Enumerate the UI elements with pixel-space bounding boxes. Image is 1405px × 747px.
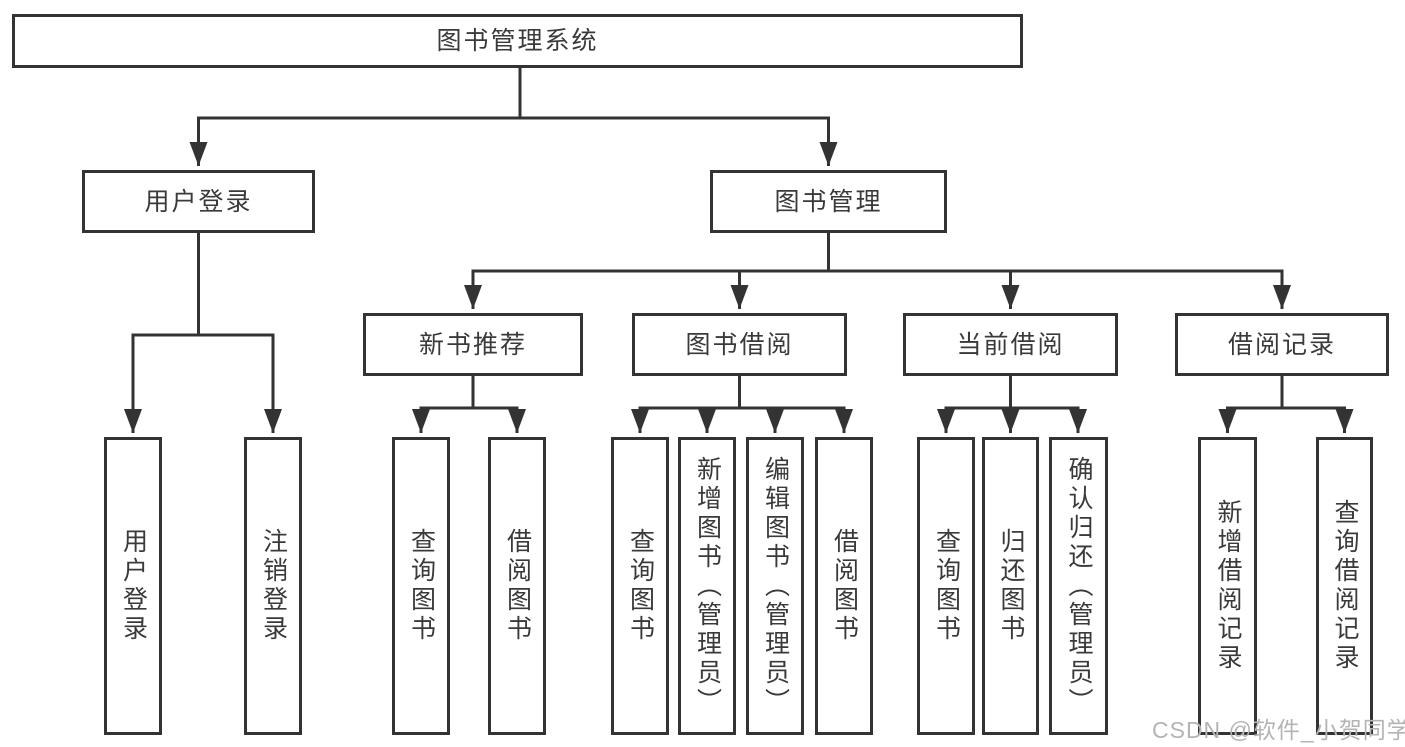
leaf-query-book-current-label: 查询图书 bbox=[932, 528, 961, 644]
csdn-watermark: CSDN @软件_小贺同学 bbox=[1152, 717, 1405, 743]
leaf-logout-label: 注销登录 bbox=[259, 528, 288, 644]
leaf-borrow-book-borrow: 借阅图书 bbox=[815, 437, 873, 735]
edge-current-borrow-query bbox=[937, 376, 1012, 433]
leaf-query-borrow-record-label: 查询借阅记录 bbox=[1331, 499, 1359, 673]
node-book-borrow-label: 图书借阅 bbox=[685, 330, 794, 359]
edge-root-book-mgmt bbox=[520, 116, 838, 166]
node-root: 图书管理系统 bbox=[12, 14, 1023, 68]
node-new-book-rec: 新书推荐 bbox=[363, 313, 583, 376]
edge-user-login-leaf-logout bbox=[198, 333, 282, 433]
edge-book-borrow-add bbox=[698, 406, 740, 433]
leaf-add-borrow-record: 新增借阅记录 bbox=[1198, 437, 1257, 735]
leaf-borrow-book-borrow-label: 借阅图书 bbox=[830, 528, 859, 644]
node-borrow-records-label: 借阅记录 bbox=[1227, 330, 1336, 359]
node-book-mgmt-label: 图书管理 bbox=[774, 187, 883, 216]
node-current-borrow-label: 当前借阅 bbox=[956, 330, 1065, 359]
leaf-return-book: 归还图书 bbox=[982, 437, 1039, 735]
leaf-confirm-return-admin: 确认归还（管理员） bbox=[1049, 437, 1108, 735]
edge-book-mgmt-current-borrow bbox=[828, 269, 1020, 309]
node-current-borrow: 当前借阅 bbox=[903, 313, 1118, 376]
edge-book-mgmt-borrow-records bbox=[828, 269, 1291, 309]
leaf-query-book-borrow-label: 查询图书 bbox=[626, 528, 655, 644]
leaf-add-book-admin: 新增图书（管理员） bbox=[678, 437, 736, 735]
leaf-query-borrow-record: 查询借阅记录 bbox=[1316, 437, 1373, 735]
edge-book-borrow-edit bbox=[739, 406, 784, 433]
leaf-query-book-current: 查询图书 bbox=[917, 437, 975, 735]
edge-book-mgmt-new-book-rec bbox=[464, 233, 830, 309]
leaf-query-book-borrow: 查询图书 bbox=[611, 437, 669, 735]
leaf-edit-book-admin-label: 编辑图书（管理员） bbox=[761, 455, 790, 717]
edge-new-book-rec-borrow bbox=[473, 406, 526, 433]
leaf-borrow-book-rec: 借阅图书 bbox=[488, 437, 546, 735]
leaf-return-book-label: 归还图书 bbox=[997, 528, 1025, 644]
edge-root-user-login bbox=[189, 68, 522, 166]
node-user-login-label: 用户登录 bbox=[144, 187, 253, 216]
edge-borrow-records-query bbox=[1282, 406, 1354, 433]
edge-book-borrow-query bbox=[631, 376, 741, 433]
leaf-confirm-return-admin-label: 确认归还（管理员） bbox=[1065, 455, 1093, 717]
leaf-edit-book-admin: 编辑图书（管理员） bbox=[746, 437, 804, 735]
leaf-user-login-label: 用户登录 bbox=[119, 528, 148, 644]
leaf-borrow-book-rec-label: 借阅图书 bbox=[503, 528, 532, 644]
leaf-logout: 注销登录 bbox=[244, 437, 302, 735]
edge-user-login-leaf-login bbox=[124, 233, 200, 433]
node-root-label: 图书管理系统 bbox=[436, 27, 599, 55]
leaf-query-book-rec-label: 查询图书 bbox=[407, 528, 436, 644]
leaf-user-login: 用户登录 bbox=[104, 437, 162, 735]
node-user-login: 用户登录 bbox=[82, 170, 315, 233]
edge-book-mgmt-book-borrow bbox=[730, 269, 829, 309]
leaf-add-borrow-record-label: 新增借阅记录 bbox=[1214, 499, 1242, 673]
node-book-borrow: 图书借阅 bbox=[632, 313, 847, 376]
edge-book-borrow-borrow bbox=[739, 406, 853, 433]
node-new-book-rec-label: 新书推荐 bbox=[418, 330, 527, 359]
leaf-add-book-admin-label: 新增图书（管理员） bbox=[693, 455, 722, 717]
edge-borrow-records-add bbox=[1218, 376, 1284, 433]
node-book-mgmt: 图书管理 bbox=[710, 170, 947, 233]
node-borrow-records: 借阅记录 bbox=[1175, 313, 1389, 376]
leaf-query-book-rec: 查询图书 bbox=[392, 437, 450, 735]
edge-new-book-rec-query bbox=[412, 376, 475, 433]
edge-current-borrow-confirm bbox=[1010, 406, 1087, 433]
